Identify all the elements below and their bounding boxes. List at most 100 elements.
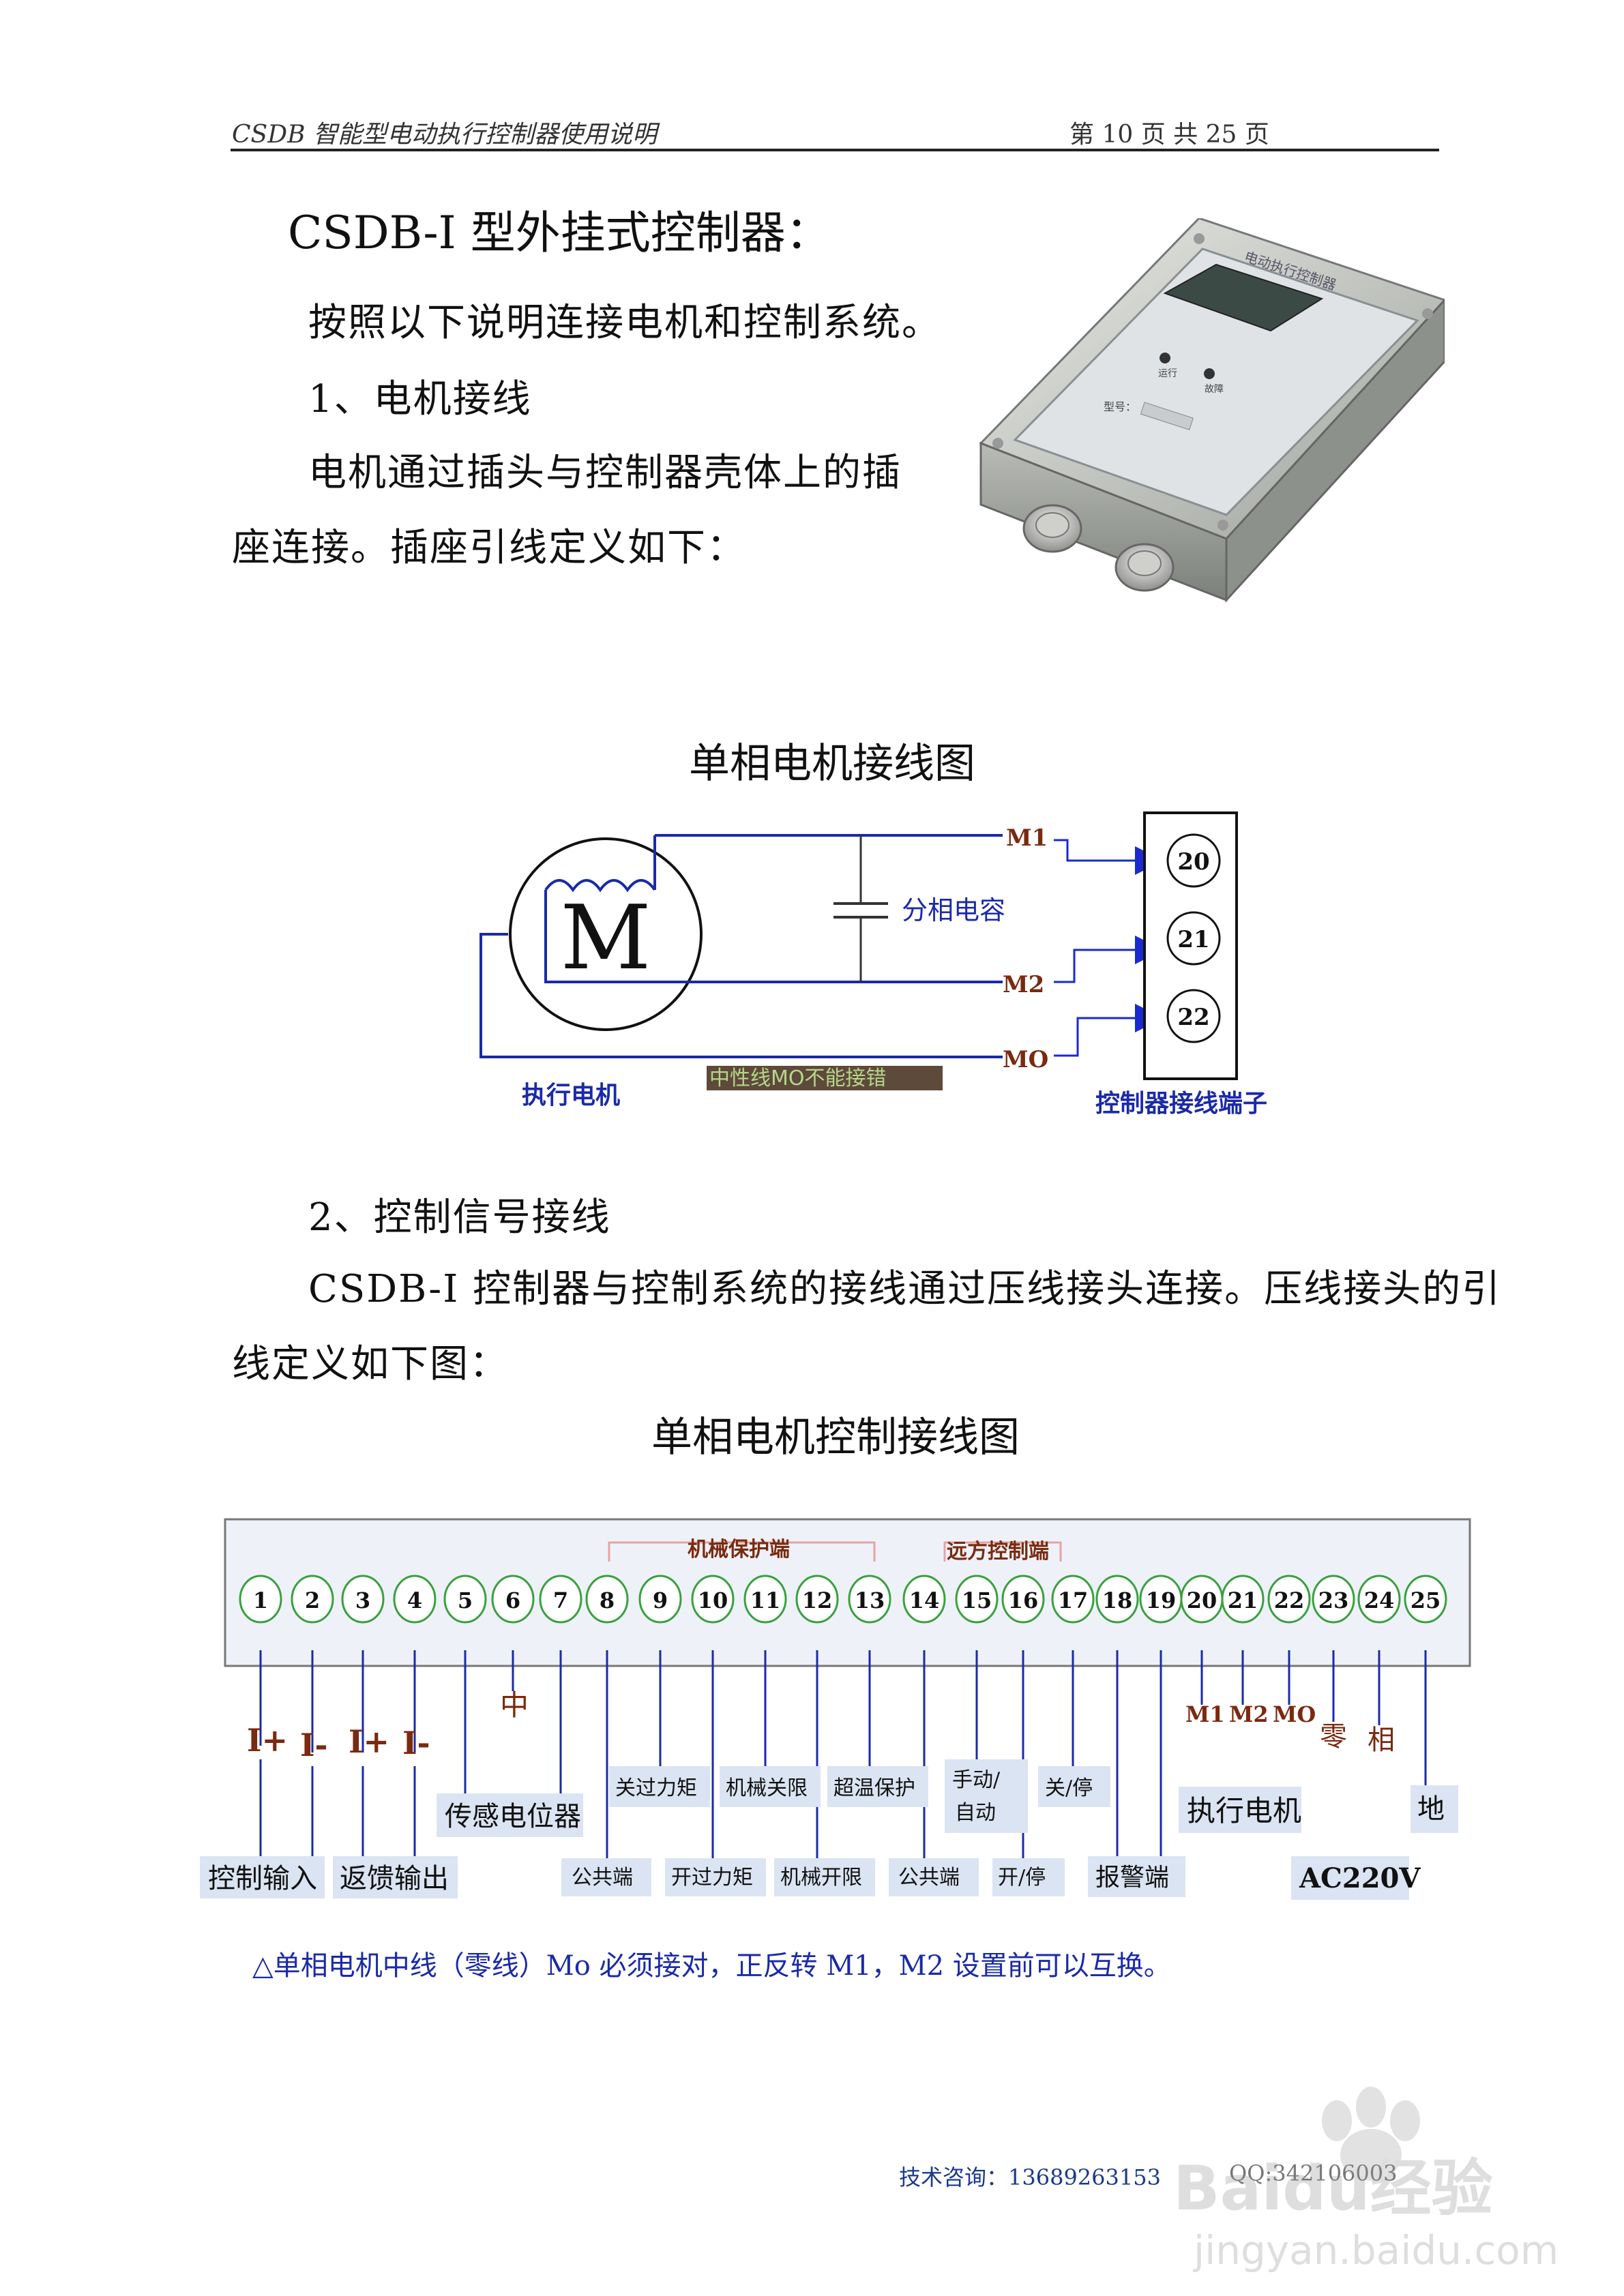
terminal-21-label: 21 bbox=[1177, 926, 1209, 953]
control-terminal-label-19: 19 bbox=[1146, 1587, 1177, 1613]
label-close-torque: 关过力矩 bbox=[615, 1776, 697, 1800]
control-terminal-label-17: 17 bbox=[1058, 1587, 1089, 1613]
label-over-temp: 超温保护 bbox=[833, 1776, 915, 1800]
control-terminal-24 bbox=[1357, 1575, 1401, 1624]
control-terminal-23 bbox=[1312, 1575, 1355, 1624]
control-terminal-5 bbox=[443, 1575, 487, 1624]
label-alarm: 报警端 bbox=[1095, 1864, 1169, 1892]
label-mech-close: 机械关限 bbox=[726, 1776, 808, 1800]
control-terminal-label-9: 9 bbox=[653, 1587, 668, 1613]
control-terminal-21 bbox=[1221, 1575, 1265, 1624]
control-terminal-label-7: 7 bbox=[553, 1587, 568, 1613]
control-terminal-3 bbox=[341, 1575, 385, 1624]
control-terminal-6 bbox=[491, 1575, 535, 1624]
signal-t1: I+ bbox=[247, 1722, 288, 1759]
warning-note: △单相电机中线（零线）Mo 必须接对，正反转 M1，M2 设置前可以互换。 bbox=[252, 1950, 1171, 1982]
wire-label-mo: MO bbox=[1003, 1046, 1048, 1073]
label-close-stop: 关/停 bbox=[1045, 1776, 1093, 1800]
step1-heading: 1、电机接线 bbox=[308, 377, 532, 421]
control-terminal-4 bbox=[393, 1575, 437, 1624]
control-terminal-label-21: 21 bbox=[1228, 1587, 1258, 1613]
baidu-watermark: Baidu经验 jingyan.baidu.com bbox=[1173, 2087, 1559, 2273]
section-title: CSDB-I 型外挂式控制器： bbox=[288, 207, 831, 259]
control-terminal-label-4: 4 bbox=[407, 1587, 422, 1613]
device-serial-label: 型号： bbox=[1104, 400, 1136, 413]
control-terminal-10 bbox=[691, 1575, 735, 1624]
control-terminal-label-10: 10 bbox=[698, 1587, 728, 1613]
signal-t20: M1 bbox=[1185, 1701, 1225, 1727]
control-terminal-label-2: 2 bbox=[305, 1587, 320, 1613]
control-terminal-label-14: 14 bbox=[909, 1587, 940, 1613]
arrow-to-22 bbox=[1054, 1004, 1164, 1057]
label-open-torque: 开过力矩 bbox=[671, 1866, 753, 1890]
group-remote-label: 远方控制端 bbox=[947, 1540, 1049, 1564]
control-terminal-18 bbox=[1095, 1575, 1139, 1624]
control-terminal-9 bbox=[638, 1575, 682, 1624]
control-terminal-7 bbox=[539, 1575, 582, 1624]
terminal-21 bbox=[1166, 911, 1221, 966]
warning-tag-bg bbox=[707, 1066, 943, 1090]
step1-line2: 座连接。插座引线定义如下： bbox=[232, 526, 746, 570]
control-terminal-label-23: 23 bbox=[1318, 1587, 1349, 1613]
header-page-info: 第 10 页 共 25 页 bbox=[1069, 121, 1269, 149]
control-terminal-label-22: 22 bbox=[1274, 1587, 1305, 1613]
motor-label: 执行电机 bbox=[522, 1081, 620, 1109]
control-terminal-25 bbox=[1404, 1575, 1447, 1624]
terminal-22 bbox=[1166, 989, 1221, 1043]
footer-contact: 技术咨询：13689263153 bbox=[899, 2164, 1161, 2190]
signal-t23: 零 bbox=[1320, 1721, 1347, 1753]
control-terminal-label-12: 12 bbox=[802, 1587, 833, 1613]
terminal-block bbox=[1143, 811, 1238, 1080]
label-actuator-motor: 执行电机 bbox=[1187, 1794, 1301, 1828]
intro-text: 按照以下说明连接电机和控制系统。 bbox=[308, 301, 941, 345]
terminal-block-label: 控制器接线端子 bbox=[1095, 1089, 1267, 1118]
step2-heading: 2、控制信号接线 bbox=[308, 1195, 611, 1240]
signal-t2: I- bbox=[300, 1727, 328, 1763]
control-terminal-12 bbox=[795, 1575, 839, 1624]
wire-label-m1: M1 bbox=[1006, 824, 1048, 852]
control-terminal-20 bbox=[1180, 1575, 1224, 1624]
label-sensor: 传感电位器 bbox=[445, 1801, 581, 1832]
label-common1: 公共端 bbox=[572, 1866, 633, 1890]
step2-line1: CSDB-I 控制器与控制系统的接线通过压线接头连接。压线接头的引 bbox=[308, 1267, 1502, 1311]
control-terminal-label-11: 11 bbox=[750, 1587, 781, 1613]
header-title: CSDB 智能型电动执行控制器使用说明 bbox=[232, 121, 657, 149]
terminal-20-label: 20 bbox=[1177, 848, 1209, 876]
control-terminal-16 bbox=[1001, 1575, 1045, 1624]
control-terminal-19 bbox=[1139, 1575, 1183, 1624]
step1-line1: 电机通过插头与控制器壳体上的插 bbox=[308, 451, 902, 495]
control-terminal-label-1: 1 bbox=[253, 1587, 268, 1613]
signal-t24: 相 bbox=[1368, 1725, 1395, 1756]
control-terminal-13 bbox=[848, 1575, 891, 1624]
motor-coil-top bbox=[544, 879, 656, 893]
control-terminal-label-25: 25 bbox=[1411, 1587, 1441, 1613]
warning-tag: 中性线MO不能接错 bbox=[709, 1067, 887, 1090]
control-terminal-label-6: 6 bbox=[505, 1587, 520, 1613]
control-terminal-label-8: 8 bbox=[600, 1587, 615, 1613]
label-feedback-output: 返馈输出 bbox=[340, 1863, 449, 1894]
motor-letter: M bbox=[560, 886, 651, 989]
control-terminal-14 bbox=[902, 1575, 946, 1624]
terminal-22-label: 22 bbox=[1177, 1004, 1209, 1031]
control-terminal-label-5: 5 bbox=[458, 1587, 473, 1613]
watermark-url: jingyan.baidu.com bbox=[1192, 2227, 1559, 2273]
group-mech-bracket bbox=[608, 1541, 876, 1562]
label-manual-auto-1: 手动/ bbox=[952, 1768, 1001, 1792]
control-terminal-label-18: 18 bbox=[1102, 1587, 1133, 1613]
motor-diagram-title: 单相电机接线图 bbox=[689, 740, 975, 788]
signal-t4: I- bbox=[402, 1725, 430, 1761]
device-led2-label: 故障 bbox=[1205, 384, 1224, 395]
control-terminal-label-13: 13 bbox=[855, 1587, 885, 1613]
control-terminal-17 bbox=[1051, 1575, 1095, 1624]
step2-line2: 线定义如下图： bbox=[232, 1342, 509, 1386]
label-mech-open: 机械开限 bbox=[780, 1866, 862, 1890]
signal-t6: 中 bbox=[500, 1688, 529, 1722]
header-rule bbox=[231, 149, 1439, 151]
control-terminal-8 bbox=[585, 1575, 629, 1624]
control-terminal-label-15: 15 bbox=[962, 1587, 992, 1613]
control-terminal-2 bbox=[291, 1575, 334, 1624]
control-diagram-title: 单相电机控制接线图 bbox=[651, 1414, 1020, 1461]
arrow-to-21 bbox=[1054, 936, 1164, 983]
motor-circle bbox=[509, 837, 703, 1031]
